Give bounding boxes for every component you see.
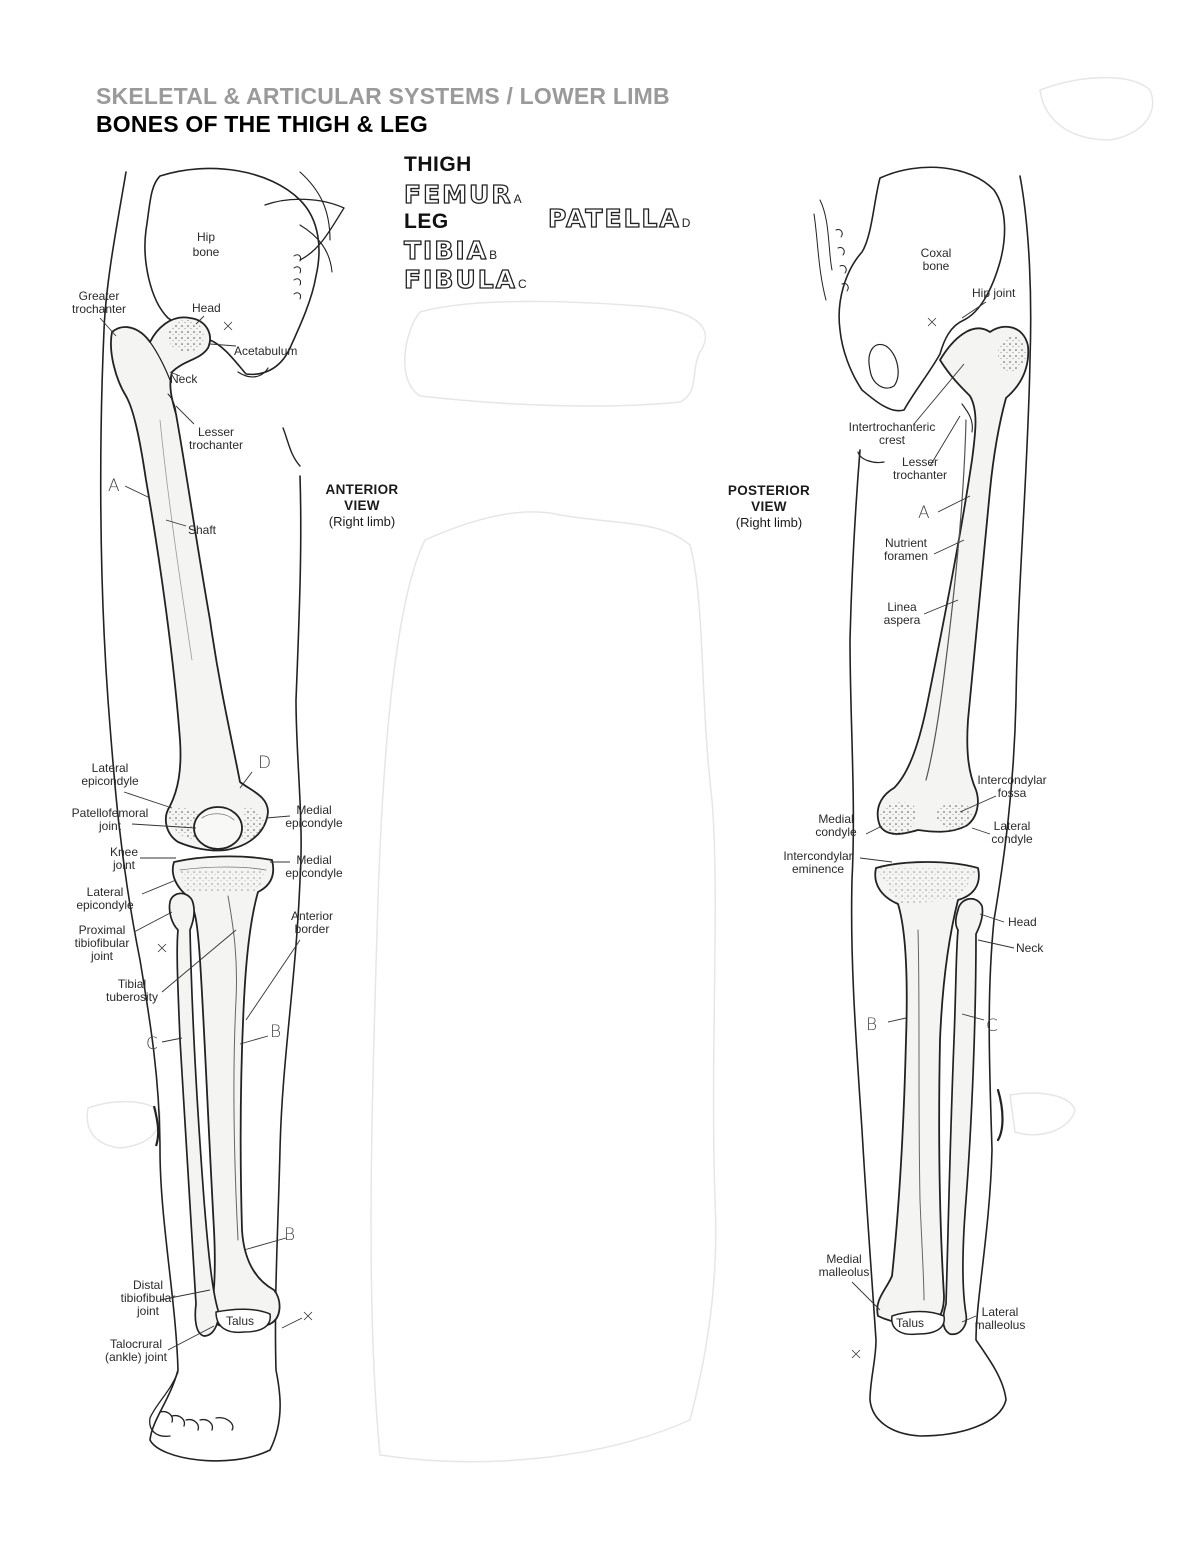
letter-fibula-anterior: C	[146, 1034, 158, 1054]
page-header: SKELETAL & ARTICULAR SYSTEMS / LOWER LIM…	[96, 82, 670, 138]
label-talocrural-joint: Talocrural(ankle) joint	[105, 1337, 168, 1364]
background-smudges	[86, 76, 1154, 1463]
key-femur[interactable]: FEMURA	[403, 179, 522, 209]
letter-fibula-posterior: C	[986, 1016, 998, 1036]
section-heading: SKELETAL & ARTICULAR SYSTEMS / LOWER LIM…	[96, 83, 670, 109]
anterior-patella[interactable]	[193, 806, 243, 850]
key-patella[interactable]: PATELLAD	[547, 203, 691, 233]
letter-femur-anterior: A	[108, 476, 120, 496]
label-head: Head	[192, 301, 221, 315]
label-talus-posterior: Talus	[896, 1316, 924, 1330]
anterior-tibia[interactable]	[171, 855, 281, 1330]
posterior-talus[interactable]	[891, 1310, 945, 1336]
anterior-femur[interactable]	[110, 316, 269, 852]
key-thigh-heading: THIGH	[404, 153, 472, 176]
anterior-bone-letters: A D C B B	[108, 476, 295, 1245]
posterior-skin-outline	[849, 175, 1032, 1437]
label-talus-anterior: Talus	[226, 1314, 254, 1328]
key-leg-heading: LEG	[404, 210, 449, 233]
posterior-fibula[interactable]	[942, 897, 984, 1336]
label-neck: Neck	[170, 372, 198, 386]
letter-tibia-anterior-upper: B	[270, 1022, 281, 1042]
letter-femur-posterior: A	[918, 503, 930, 523]
posterior-view	[813, 166, 1032, 1437]
anterior-foot	[149, 1371, 234, 1437]
anterior-leader-lines	[99, 315, 313, 1351]
label-neck-posterior: Neck	[1016, 941, 1044, 955]
letter-tibia-anterior-lower: B	[284, 1225, 295, 1245]
anterior-talus[interactable]	[215, 1308, 271, 1334]
key-tibia[interactable]: TIBIAB	[403, 235, 498, 265]
posterior-bone-letters: A B C	[866, 503, 998, 1036]
anterior-view	[99, 167, 345, 1462]
label-acetabulum: Acetabulum	[234, 344, 297, 358]
letter-tibia-posterior: B	[866, 1015, 877, 1035]
page-title: BONES OF THE THIGH & LEG	[96, 111, 428, 137]
anterior-fibula[interactable]	[168, 892, 220, 1337]
anterior-view-caption: ANTERIOR VIEW (Right limb)	[325, 482, 399, 529]
letter-patella-anterior: D	[258, 753, 271, 773]
label-hip-joint: Hip joint	[972, 286, 1016, 300]
posterior-leader-lines	[851, 301, 1015, 1359]
posterior-view-caption: POSTERIOR VIEW (Right limb)	[727, 483, 811, 530]
label-shaft: Shaft	[188, 523, 217, 537]
label-head-posterior: Head	[1008, 915, 1037, 929]
anterior-calf-mark	[152, 1105, 160, 1147]
key-fibula[interactable]: FIBULAC	[403, 264, 527, 294]
